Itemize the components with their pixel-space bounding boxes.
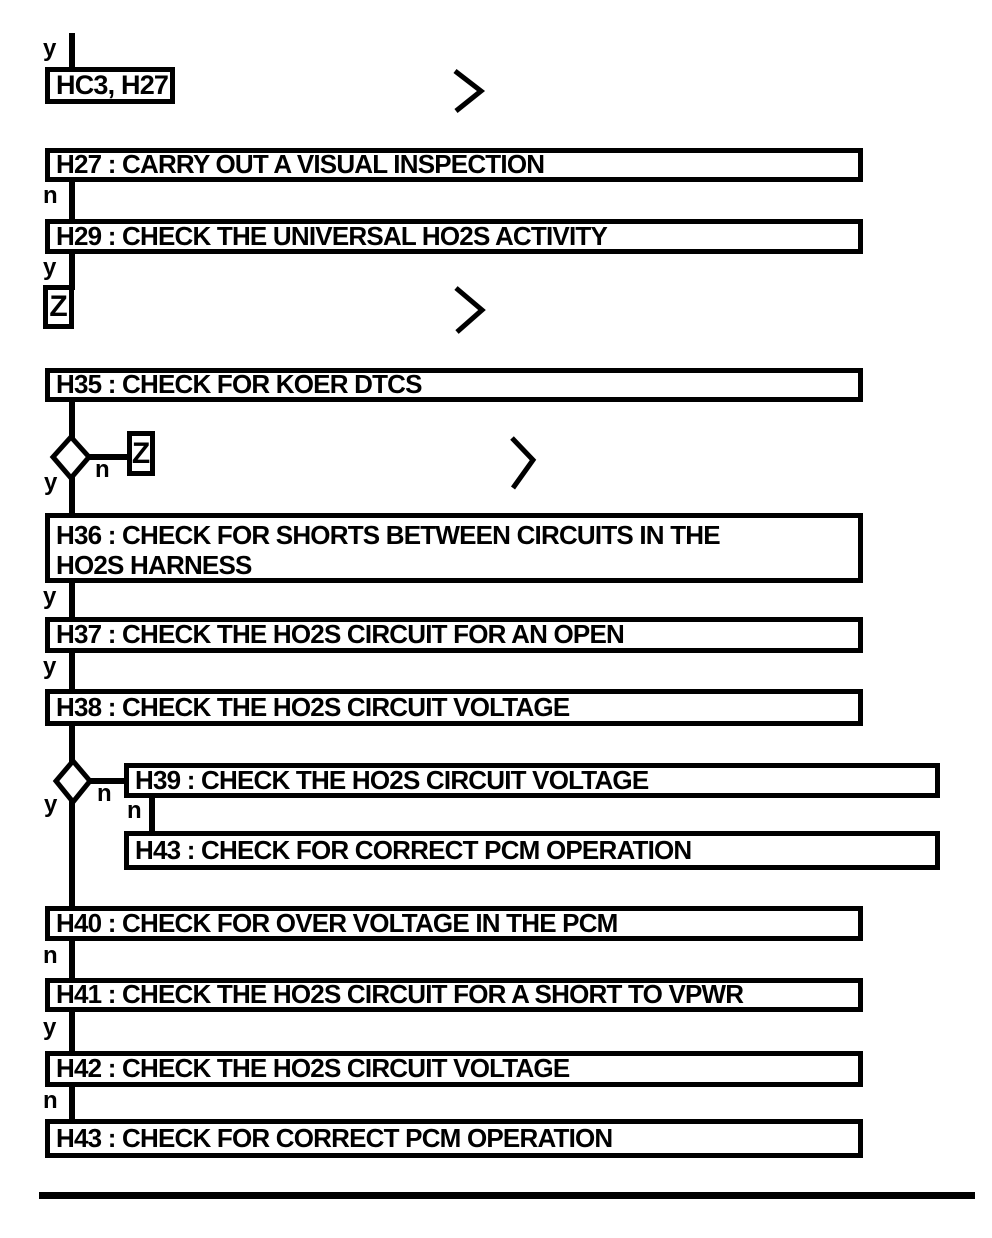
branch-label-no: n	[43, 1087, 58, 1114]
node-h29: H29 : CHECK THE UNIVERSAL HO2S ACTIVITY	[45, 219, 863, 254]
flow-line	[69, 651, 75, 692]
node-h37: H37 : CHECK THE HO2S CIRCUIT FOR AN OPEN	[45, 617, 863, 653]
connector-z: Z	[127, 431, 155, 476]
flow-line	[69, 401, 75, 439]
decision-diamond	[52, 757, 94, 806]
flow-line	[69, 799, 75, 908]
branch-label-yes: y	[43, 35, 56, 62]
node-entry-hc3-h27: HC3, H27	[45, 67, 175, 104]
flow-line	[69, 181, 75, 221]
node-h35: H35 : CHECK FOR KOER DTCS	[45, 368, 863, 402]
branch-label-yes: y	[43, 653, 56, 680]
continuation-arrow-icon	[510, 436, 537, 490]
branch-label-no: n	[97, 780, 112, 807]
node-h27: H27 : CARRY OUT A VISUAL INSPECTION	[45, 148, 863, 182]
node-h42: H42 : CHECK THE HO2S CIRCUIT VOLTAGE	[45, 1051, 863, 1087]
flow-line	[69, 581, 75, 619]
node-h43-branch: H43 : CHECK FOR CORRECT PCM OPERATION	[124, 831, 940, 870]
branch-label-no: n	[95, 456, 110, 483]
node-h38: H38 : CHECK THE HO2S CIRCUIT VOLTAGE	[45, 689, 863, 726]
node-h41: H41 : CHECK THE HO2S CIRCUIT FOR A SHORT…	[45, 978, 863, 1012]
decision-diamond	[49, 433, 93, 482]
flow-line	[69, 725, 75, 763]
branch-label-no: n	[127, 797, 142, 824]
continuation-arrow-icon	[454, 286, 486, 334]
branch-label-no: n	[43, 182, 58, 209]
branch-label-yes: y	[43, 254, 56, 281]
branch-label-no: n	[43, 942, 58, 969]
branch-label-yes: y	[43, 583, 56, 610]
node-h39: H39 : CHECK THE HO2S CIRCUIT VOLTAGE	[124, 763, 940, 798]
node-h43-end: H43 : CHECK FOR CORRECT PCM OPERATION	[45, 1119, 863, 1158]
flow-line	[149, 796, 155, 834]
node-h40: H40 : CHECK FOR OVER VOLTAGE IN THE PCM	[45, 906, 863, 941]
connector-z: Z	[43, 285, 74, 329]
branch-label-yes: y	[44, 791, 57, 818]
flow-line	[69, 252, 75, 290]
flow-line	[69, 1085, 75, 1121]
continuation-arrow-icon	[453, 69, 486, 113]
flow-line	[87, 778, 127, 784]
flow-line	[69, 940, 75, 980]
branch-label-yes: y	[43, 1014, 56, 1041]
flow-line	[69, 1011, 75, 1053]
node-h36: H36 : CHECK FOR SHORTS BETWEEN CIRCUITS …	[45, 513, 863, 583]
branch-label-yes: y	[44, 469, 57, 496]
flow-line	[87, 454, 129, 460]
bottom-divider	[39, 1192, 975, 1199]
flow-line	[69, 476, 75, 515]
flow-line	[69, 33, 75, 70]
